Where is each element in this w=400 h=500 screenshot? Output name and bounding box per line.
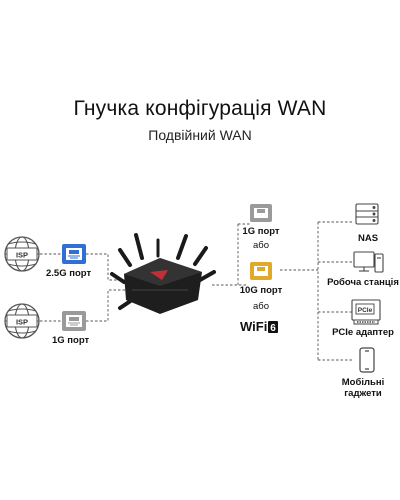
nas-icon: [355, 203, 379, 225]
ethernet-port-10g-icon: [250, 262, 272, 280]
wifi-label: WiFi: [240, 319, 267, 334]
device-label-workstation: Робоча станція: [327, 277, 399, 288]
ethernet-port-1g-icon: [62, 311, 86, 331]
or-label: або: [252, 301, 269, 312]
device-label-nas: NAS: [357, 233, 379, 244]
device-label-mobile-line1: Мобільні: [341, 377, 385, 388]
connection-lines: [40, 221, 352, 361]
isp-globe-icon: ISP: [4, 236, 40, 272]
page-title: Гнучка конфігурація WAN: [73, 97, 327, 120]
pcie-chip-label: PCIe: [358, 307, 373, 314]
isp-globe-icon: ISP: [4, 303, 40, 339]
isp-label: ISP: [16, 251, 28, 260]
wan-port-label: 1G порт: [52, 335, 90, 346]
wifi-6-logo: WiFi 6: [240, 319, 278, 334]
mobile-phone-icon: [359, 347, 375, 373]
page-subtitle: Подвійний WAN: [148, 127, 252, 143]
isp-label: ISP: [16, 318, 28, 327]
device-label-pcie: PCIe адаптер: [332, 327, 394, 338]
ethernet-port-1g-lan-icon: [250, 204, 272, 222]
device-label-mobile-line2: гаджети: [344, 388, 382, 399]
router-icon: [110, 233, 216, 314]
pcie-adapter-icon: PCIe: [351, 299, 381, 325]
wifi-badge: 6: [270, 323, 276, 334]
ethernet-port-2-5g-icon: [62, 244, 86, 264]
device-label-mobile: Мобільні гаджети: [330, 377, 396, 399]
wan-port-label: 2.5G порт: [46, 268, 92, 279]
lan-port-label: 10G порт: [239, 285, 283, 296]
workstation-icon: [353, 251, 384, 273]
or-label: або: [252, 240, 269, 251]
lan-port-label: 1G порт: [242, 226, 280, 237]
